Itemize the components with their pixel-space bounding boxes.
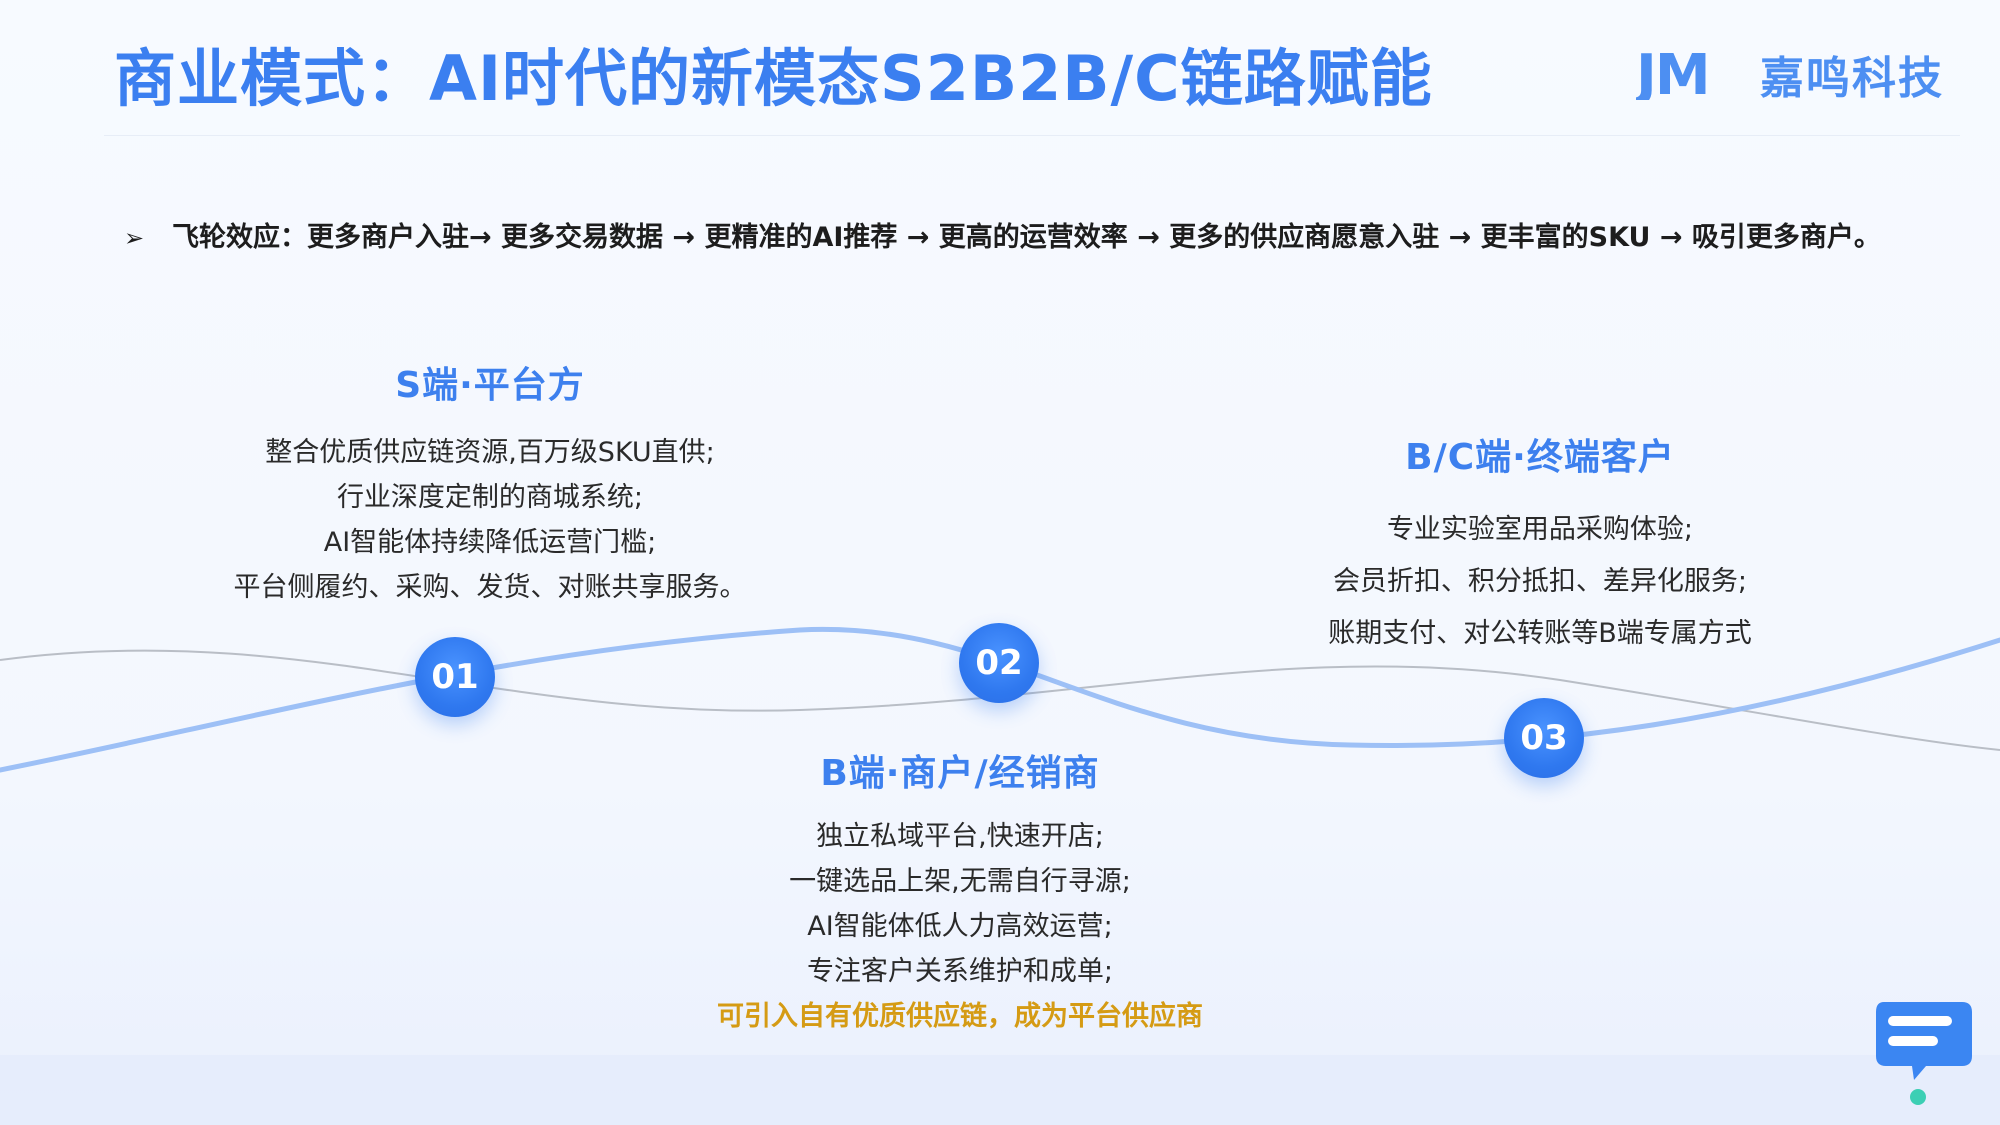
- section-b-line: 一键选品上架,无需自行寻源;: [789, 866, 1131, 897]
- header-divider: [104, 135, 1960, 136]
- section-s-platform: S端·平台方 整合优质供应链资源,百万级SKU直供; 行业深度定制的商城系统; …: [180, 356, 800, 610]
- arrow-bullet-icon: ➢: [124, 224, 145, 252]
- bottom-band: [0, 1055, 2000, 1125]
- header: 商业模式：AI时代的新模态S2B2B/C链路赋能 JM 嘉鸣科技: [0, 0, 2000, 136]
- section-s-line: 行业深度定制的商城系统;: [336, 482, 644, 513]
- page-title: 商业模式：AI时代的新模态S2B2B/C链路赋能: [114, 42, 1433, 115]
- section-s-title: S端·平台方: [395, 365, 585, 406]
- logo-text: 嘉鸣科技: [1760, 53, 1944, 104]
- chat-bubble-icon[interactable]: [1874, 998, 1974, 1110]
- flywheel-bullet-point: ➢ 飞轮效应：更多商户入驻→ 更多交易数据 → 更精准的AI推荐 → 更高的运营…: [124, 212, 1884, 264]
- logo-mark-text: JM: [1636, 48, 1709, 100]
- section-bc-lines: 专业实验室用品采购体验; 会员折扣、积分抵扣、差异化服务; 账期支付、对公转账等…: [1290, 504, 1790, 660]
- section-s-line: 平台侧履约、采购、发货、对账共享服务。: [233, 572, 747, 603]
- step-node-03: 03: [1504, 698, 1584, 778]
- section-b-line: AI智能体低人力高效运营;: [807, 911, 1113, 942]
- step-node-02: 02: [959, 623, 1039, 703]
- section-b-line: 专注客户关系维护和成单;: [806, 956, 1114, 987]
- section-s-line: AI智能体持续降低运营门槛;: [323, 527, 657, 558]
- section-b-merchant: B端·商户/经销商 独立私域平台,快速开店; 一键选品上架,无需自行寻源; AI…: [660, 744, 1260, 1039]
- section-bc-line: 会员折扣、积分抵扣、差异化服务;: [1332, 566, 1748, 597]
- jm-logo-icon: JM: [1636, 48, 1711, 100]
- section-s-line: 整合优质供应链资源,百万级SKU直供;: [265, 437, 715, 468]
- section-b-line: 独立私域平台,快速开店;: [816, 821, 1104, 852]
- gray-wave-line: [0, 649, 2000, 751]
- section-b-highlight: 可引入自有优质供应链，成为平台供应商: [717, 1001, 1203, 1032]
- section-bc-line: 账期支付、对公转账等B端专属方式: [1328, 618, 1752, 649]
- section-bc-line: 专业实验室用品采购体验;: [1386, 514, 1694, 545]
- step-node-01: 01: [415, 637, 495, 717]
- section-bc-title: B/C端·终端客户: [1405, 437, 1675, 478]
- company-logo: JM 嘉鸣科技: [1636, 44, 1944, 104]
- section-b-title: B端·商户/经销商: [820, 753, 1100, 794]
- section-b-lines: 独立私域平台,快速开店; 一键选品上架,无需自行寻源; AI智能体低人力高效运营…: [660, 814, 1260, 1039]
- flywheel-text: 飞轮效应：更多商户入驻→ 更多交易数据 → 更精准的AI推荐 → 更高的运营效率…: [172, 222, 1881, 253]
- section-bc-customer: B/C端·终端客户 专业实验室用品采购体验; 会员折扣、积分抵扣、差异化服务; …: [1290, 428, 1790, 660]
- section-s-lines: 整合优质供应链资源,百万级SKU直供; 行业深度定制的商城系统; AI智能体持续…: [180, 430, 800, 610]
